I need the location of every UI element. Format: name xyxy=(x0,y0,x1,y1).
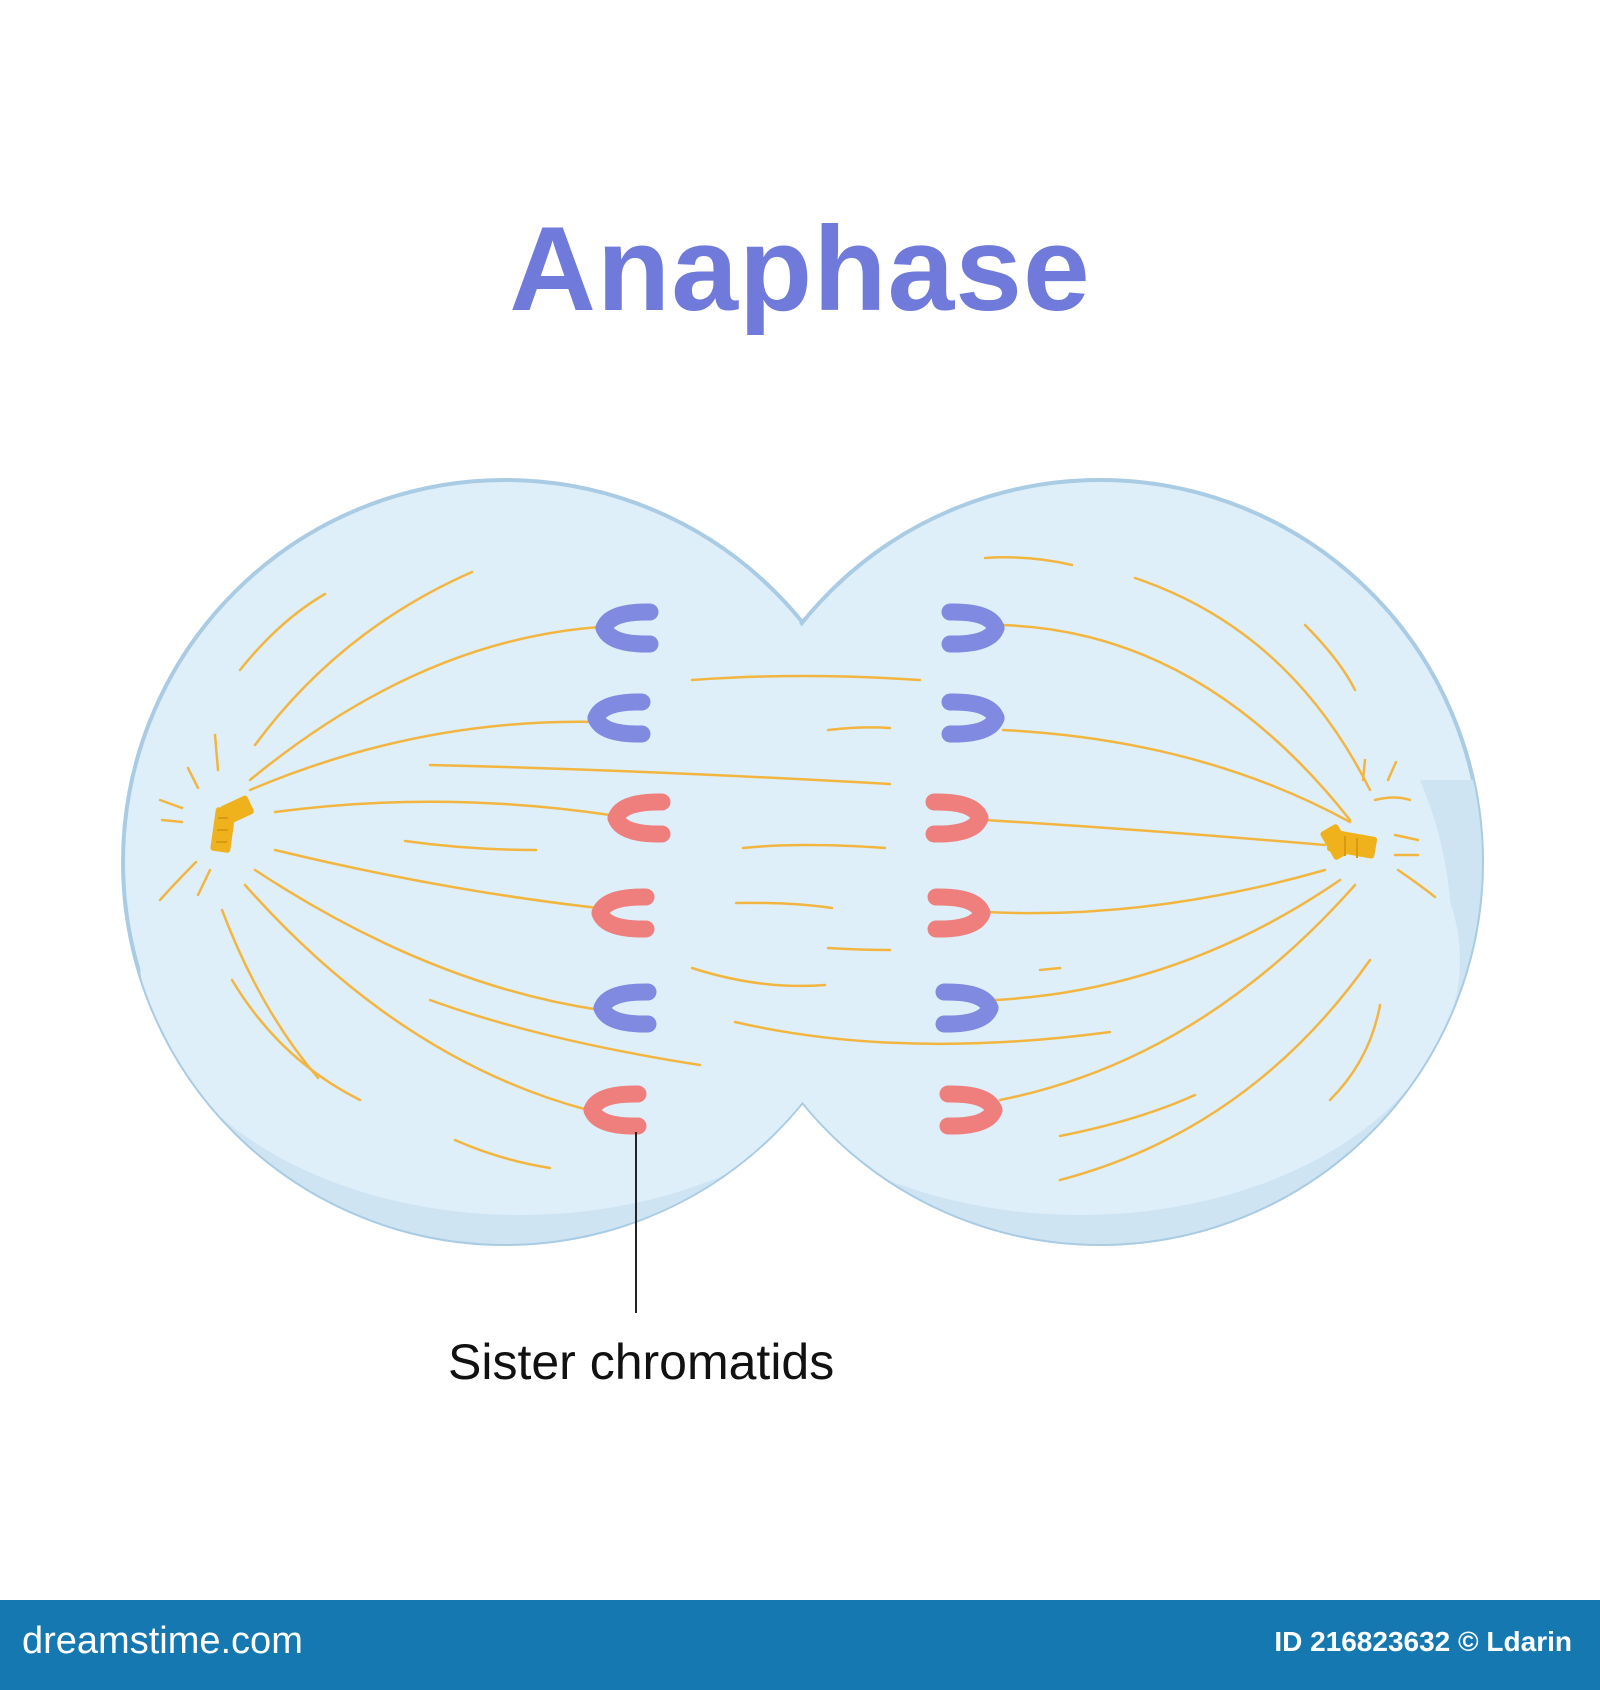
page-title: Anaphase xyxy=(509,202,1091,336)
chromatid-right-1 xyxy=(941,603,1005,653)
chromatid-right-6 xyxy=(939,1085,1003,1135)
chromatid-left-4 xyxy=(591,888,655,938)
spindle-fibers xyxy=(158,556,1437,1182)
centrosome-right xyxy=(1320,824,1378,860)
footer-credit: ID 216823632 © Ldarin xyxy=(1274,1626,1572,1657)
chromatid-left-1 xyxy=(595,603,659,653)
chromatid-right-5 xyxy=(935,983,999,1033)
anaphase-diagram xyxy=(121,478,1484,1313)
chromatid-right-2 xyxy=(941,693,1005,743)
chromatid-right-4 xyxy=(927,888,991,938)
chromatid-left-5 xyxy=(593,983,657,1033)
chromatid-right-3 xyxy=(925,793,989,843)
footer-brand: dreamstime.com xyxy=(22,1620,303,1662)
sister-chromatids-label: Sister chromatids xyxy=(448,1334,835,1390)
chromatids-right xyxy=(925,603,1005,1135)
centrosome-left xyxy=(210,795,254,853)
chromatid-left-3 xyxy=(607,793,671,843)
cell xyxy=(121,478,1484,1246)
chromatid-left-2 xyxy=(587,693,651,743)
chromatids-left xyxy=(583,603,671,1135)
footer-bar: dreamstime.com ID 216823632 © Ldarin xyxy=(0,1600,1600,1690)
chromatid-left-6 xyxy=(583,1085,647,1135)
